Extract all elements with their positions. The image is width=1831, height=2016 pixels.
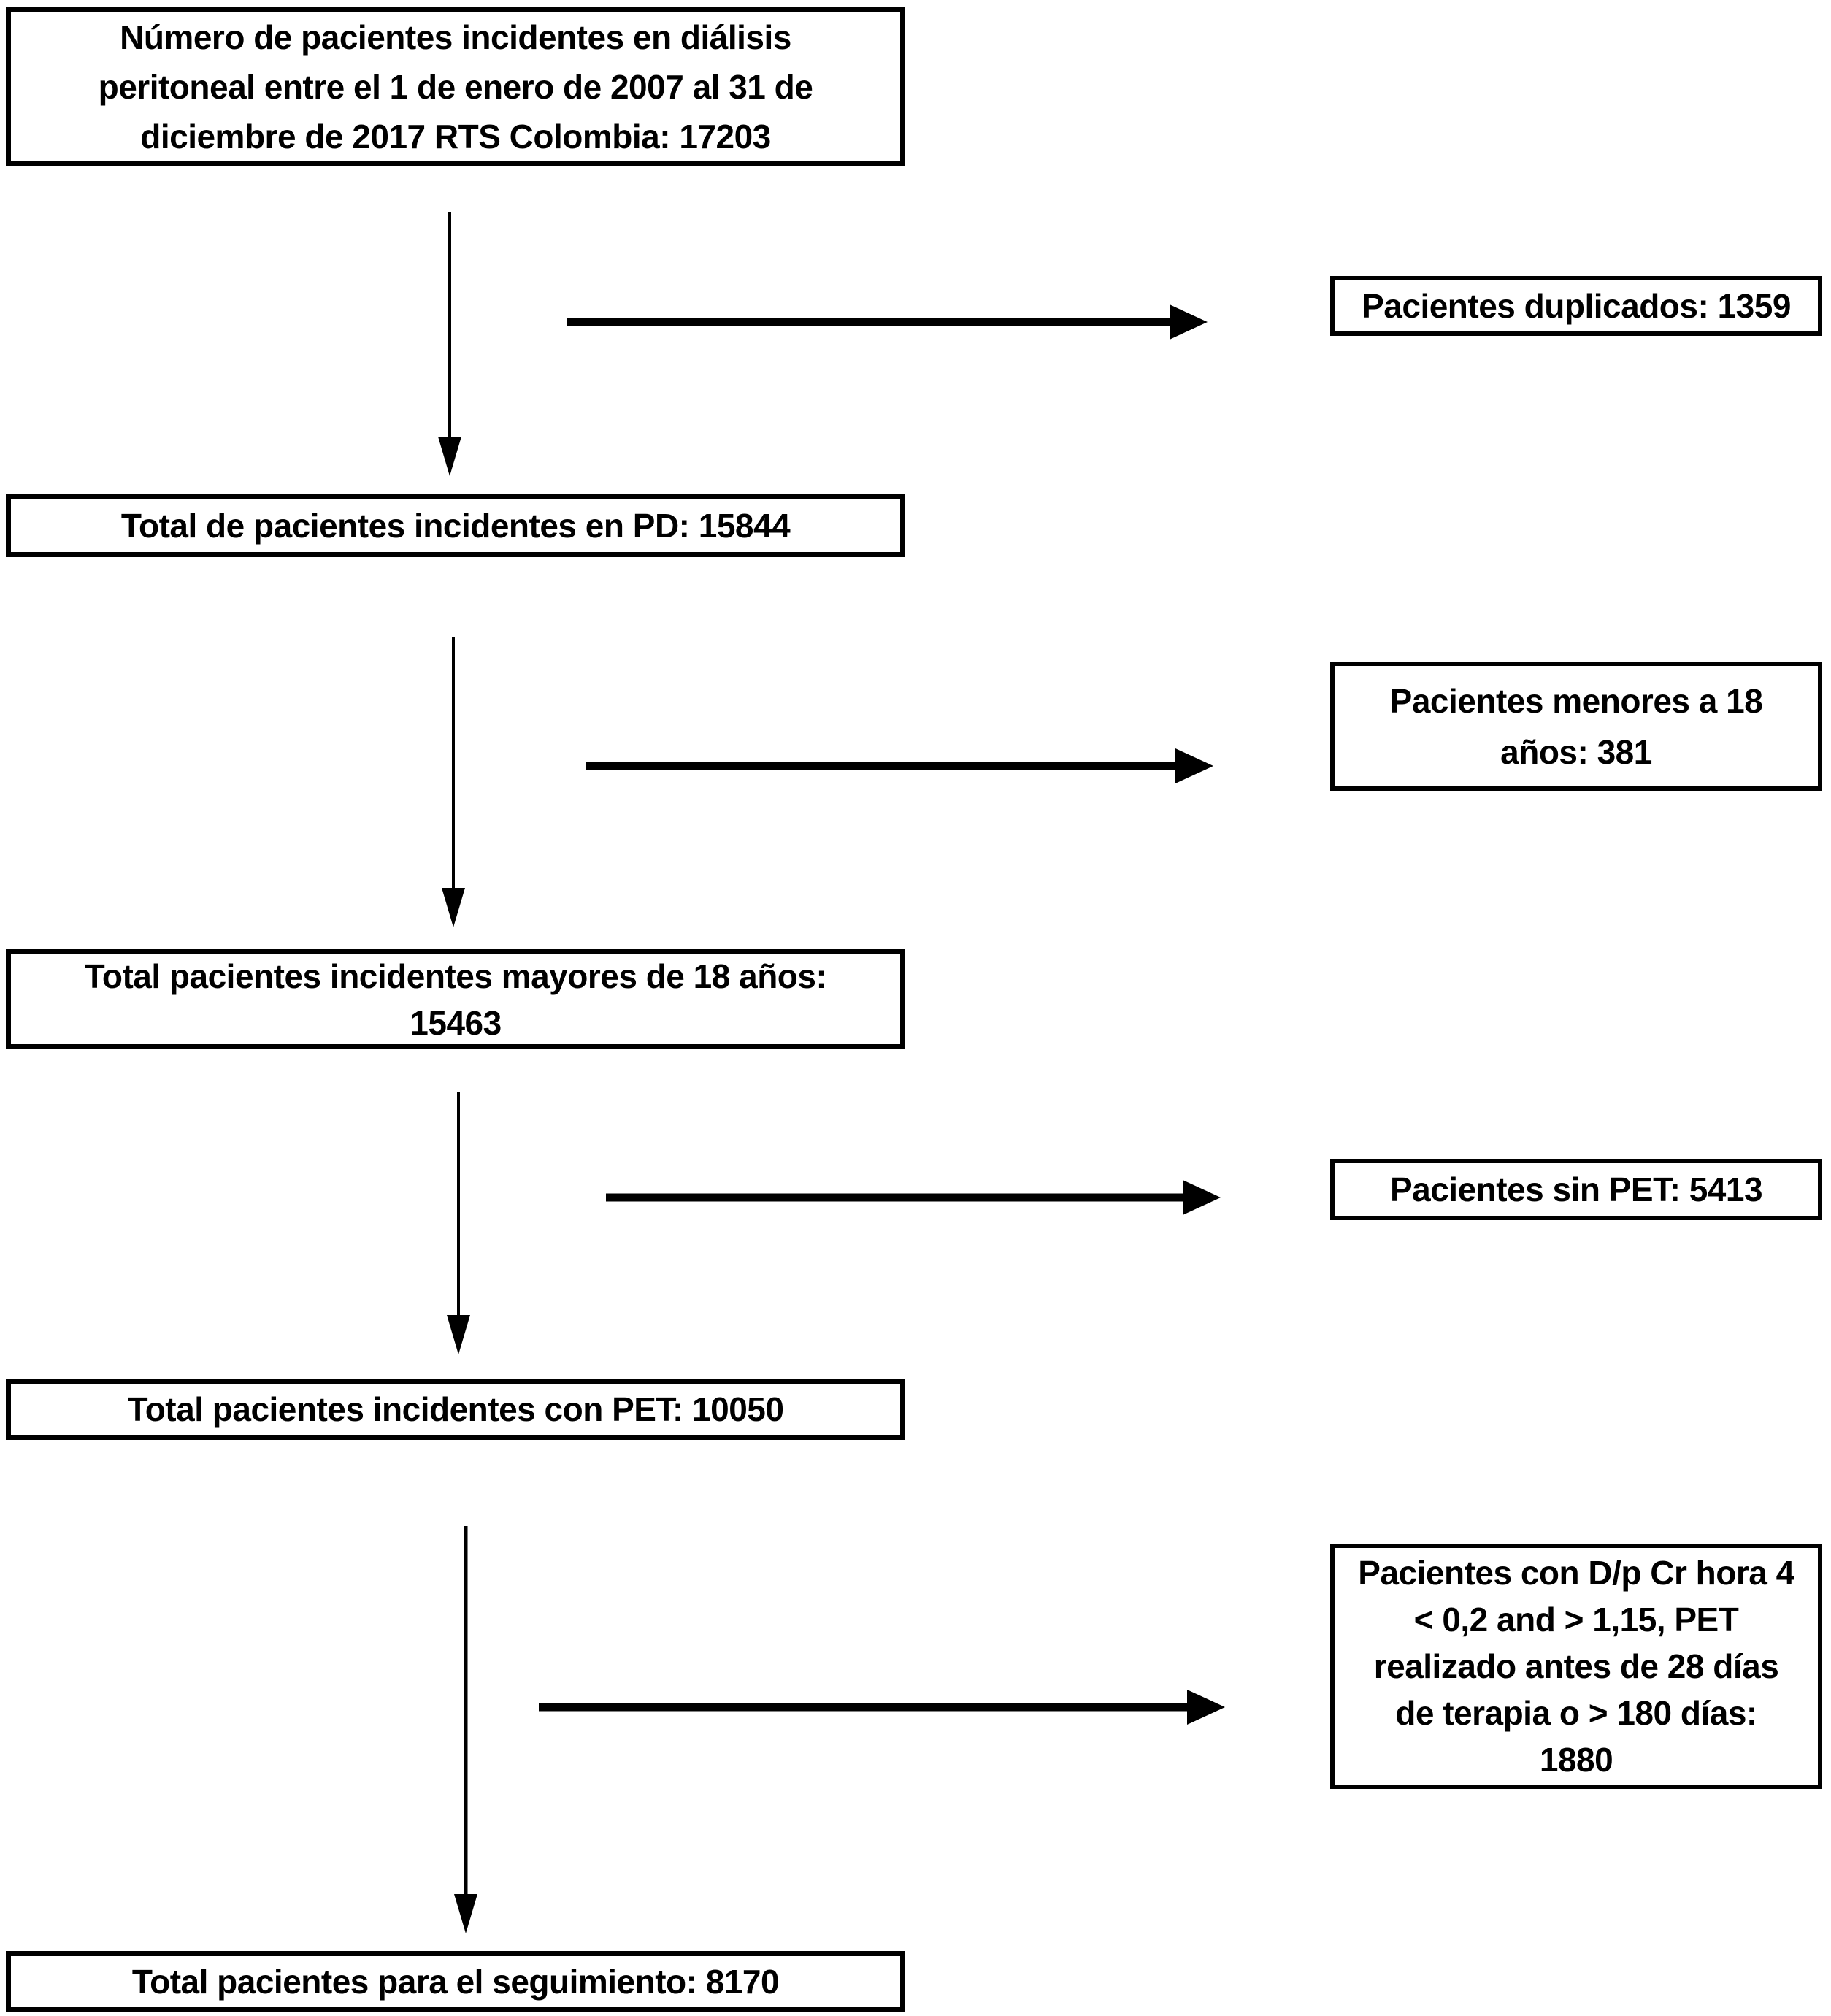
box-initial-cohort: Número de pacientes incidentes en diális… — [6, 7, 905, 166]
arrow-down-3 — [447, 1092, 470, 1354]
arrow-right-1 — [567, 304, 1208, 340]
box-text-line: peritoneal entre el 1 de enero de 2007 a… — [98, 68, 813, 106]
box-text-line: Pacientes menores a 18 — [1389, 681, 1763, 720]
box-total-incident-pd: Total de pacientes incidentes en PD: 158… — [6, 494, 905, 557]
box-text-line: diciembre de 2017 RTS Colombia: 17203 — [140, 118, 771, 156]
arrow-head — [454, 1894, 477, 1933]
box-text-line: Pacientes con D/p Cr hora 4 — [1358, 1554, 1794, 1592]
box-text-line: realizado antes de 28 días — [1373, 1647, 1779, 1685]
arrow-down-1 — [438, 212, 461, 476]
box-text-line: Total pacientes incidentes mayores de 18… — [84, 957, 827, 995]
arrow-head — [1175, 748, 1213, 783]
box-excluded-no-pet: Pacientes sin PET: 5413 — [1330, 1159, 1822, 1220]
box-text-line: Pacientes duplicados: 1359 — [1362, 287, 1791, 325]
arrow-down-2 — [442, 637, 465, 927]
arrow-head — [447, 1315, 470, 1354]
arrow-head — [442, 888, 465, 927]
box-text-line: de terapia o > 180 días: — [1395, 1694, 1757, 1732]
box-text-line: Total de pacientes incidentes en PD: 158… — [120, 507, 791, 545]
box-followup-total: Total pacientes para el seguimiento: 817… — [6, 1951, 905, 2012]
arrow-down-4 — [454, 1526, 477, 1933]
box-text-line: Número de pacientes incidentes en diális… — [120, 18, 791, 56]
arrow-head — [1183, 1180, 1221, 1215]
arrow-right-3 — [606, 1180, 1221, 1215]
box-text-line: Total pacientes para el seguimiento: 817… — [131, 1963, 780, 2001]
box-excluded-under-18: Pacientes menores a 18 años: 381 — [1330, 662, 1822, 791]
arrow-head — [1170, 304, 1208, 340]
box-text-line: < 0,2 and > 1,15, PET — [1413, 1601, 1739, 1639]
box-text-line: 15463 — [410, 1003, 502, 1042]
box-text-line: años: 381 — [1500, 732, 1652, 771]
box-text-line: Pacientes sin PET: 5413 — [1389, 1170, 1763, 1208]
arrow-right-4 — [539, 1690, 1225, 1725]
box-excluded-duplicates: Pacientes duplicados: 1359 — [1330, 276, 1822, 336]
arrow-head — [438, 437, 461, 476]
box-text-line: Total pacientes incidentes con PET: 1005… — [127, 1390, 784, 1428]
box-adults-over-18: Total pacientes incidentes mayores de 18… — [6, 949, 905, 1049]
box-text-line: 1880 — [1539, 1741, 1613, 1779]
arrow-right-2 — [586, 748, 1213, 783]
box-with-pet: Total pacientes incidentes con PET: 1005… — [6, 1379, 905, 1440]
arrow-head — [1187, 1690, 1225, 1725]
box-excluded-dp-cr-criteria: Pacientes con D/p Cr hora 4 < 0,2 and > … — [1330, 1544, 1822, 1789]
